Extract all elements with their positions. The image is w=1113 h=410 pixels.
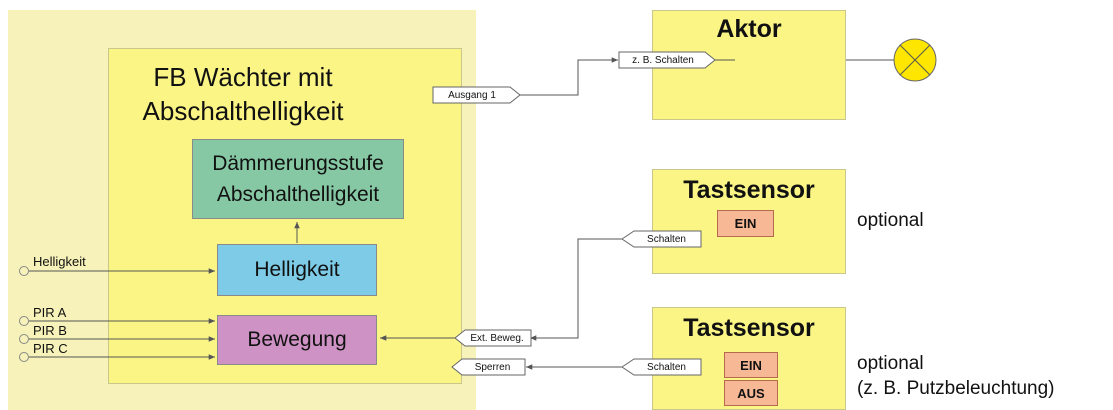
ausgang-to-aktor-line xyxy=(520,57,618,96)
daemmerung-box: Dämmerungsstufe Abschalthelligkeit xyxy=(192,139,404,219)
optional-note-2: optional xyxy=(857,353,924,374)
helligkeit-box-label: Helligkeit xyxy=(254,258,340,281)
input-pir-a-terminal xyxy=(19,316,29,326)
input-pir-c-terminal xyxy=(19,352,29,362)
function-block-title-line1: FB Wächter mit xyxy=(153,62,333,92)
daemmerung-line1: Dämmerungsstufe xyxy=(212,152,384,175)
tastsensor-2-aus-button[interactable]: AUS xyxy=(724,380,778,406)
schalten-to-ext-beweg-line xyxy=(530,238,622,341)
function-block-title-line2: Abschalthelligkeit xyxy=(142,96,344,126)
schalten-port-2 xyxy=(621,358,702,376)
input-pir-c-label: PIR C xyxy=(33,341,68,356)
sperren-label: Sperren xyxy=(474,361,511,373)
zb-schalten-label: z. B. Schalten xyxy=(632,54,694,66)
aktor-title: Aktor xyxy=(716,15,782,43)
schalten-1-label: Schalten xyxy=(647,233,686,245)
input-pir-b-label: PIR B xyxy=(33,323,67,338)
ausgang1-label: Ausgang 1 xyxy=(448,89,496,101)
tastsensor-1-ein-button[interactable]: EIN xyxy=(717,210,774,237)
daemmerung-line2: Abschalthelligkeit xyxy=(216,183,380,206)
helligkeit-box: Helligkeit xyxy=(217,244,377,296)
input-pir-b-terminal xyxy=(19,334,29,344)
ext-beweg-label: Ext. Beweg. xyxy=(470,332,524,344)
tastsensor-2-ein-button[interactable]: EIN xyxy=(724,352,778,378)
ext-beweg-port xyxy=(454,329,532,347)
tastsensor-1-title: Tastsensor xyxy=(683,176,815,204)
tastsensor-2-title: Tastsensor xyxy=(683,314,815,342)
zb-schalten-port xyxy=(618,51,716,69)
bewegung-box-label: Bewegung xyxy=(247,328,347,351)
input-pir-a-label: PIR A xyxy=(33,305,67,320)
sperren-port xyxy=(451,358,526,376)
schalten-port-1 xyxy=(621,230,702,248)
ausgang1-port xyxy=(432,86,521,104)
schalten-2-label: Schalten xyxy=(647,361,686,373)
lamp-icon xyxy=(893,38,937,82)
input-helligkeit-terminal xyxy=(19,266,29,276)
input-helligkeit-label: Helligkeit xyxy=(33,254,86,269)
bewegung-box: Bewegung xyxy=(217,315,377,365)
tastsensor-1-device: Tastsensor xyxy=(652,169,846,274)
optional-note-1: optional xyxy=(857,210,924,231)
function-block-title: FB Wächter mit Abschalthelligkeit xyxy=(108,60,378,128)
optional-note-2-sub: (z. B. Putzbeleuchtung) xyxy=(857,378,1055,399)
